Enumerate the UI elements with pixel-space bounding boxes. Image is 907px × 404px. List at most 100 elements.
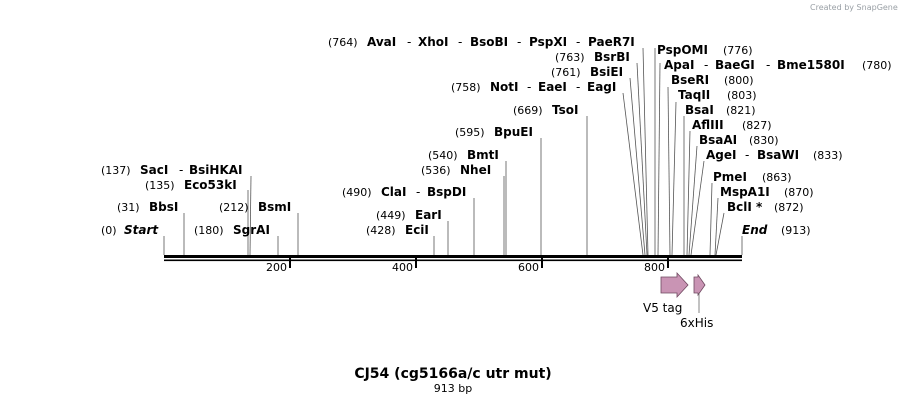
site-label-536[interactable]: (536) NheI [421, 163, 491, 177]
svg-text:(776): (776) [723, 44, 753, 57]
site-label-827[interactable]: AflIII (827) [692, 118, 772, 132]
svg-text:(449): (449) [376, 209, 406, 222]
svg-text:EaeI: EaeI [538, 80, 567, 94]
snapgene-credit: Created by SnapGene [810, 3, 898, 12]
svg-text:BmtI: BmtI [467, 148, 499, 162]
site-label-803[interactable]: TaqII (803) [678, 88, 757, 102]
svg-text:XhoI: XhoI [418, 35, 449, 49]
svg-text:(595): (595) [455, 126, 485, 139]
svg-text:PspOMI: PspOMI [657, 43, 708, 57]
site-label-800[interactable]: BseRI (800) [671, 73, 754, 87]
svg-text:BclI *: BclI * [727, 200, 763, 214]
feature-label-6xhis: 6xHis [680, 316, 713, 330]
site-label-761[interactable]: (761) BsiEI [551, 65, 623, 79]
svg-text:PspXI: PspXI [529, 35, 567, 49]
svg-text:(764): (764) [328, 36, 358, 49]
site-label-540[interactable]: (540) BmtI [428, 148, 499, 162]
svg-text:BsrBI: BsrBI [594, 50, 630, 64]
svg-text:NotI: NotI [490, 80, 519, 94]
svg-text:(758): (758) [451, 81, 481, 94]
svg-text:-: - [704, 58, 708, 72]
site-label-833[interactable]: AgeI - BsaWI (833) [706, 148, 843, 162]
tick-label-200: 200 [266, 261, 287, 274]
svg-text:(803): (803) [727, 89, 757, 102]
site-label-212[interactable]: (212) BsmI [219, 200, 291, 214]
tick-label-400: 400 [392, 261, 413, 274]
svg-text:ClaI: ClaI [381, 185, 406, 199]
site-label-913: End (913) [742, 223, 811, 237]
site-label-449[interactable]: (449) EarI [376, 208, 442, 222]
svg-text:AgeI: AgeI [706, 148, 736, 162]
svg-text:(913): (913) [781, 224, 811, 237]
svg-text:-: - [576, 80, 580, 94]
site-label-428[interactable]: (428) EciI [366, 223, 429, 237]
feature-arrow-6xhis[interactable] [693, 273, 706, 297]
svg-text:(669): (669) [513, 104, 543, 117]
site-label-863[interactable]: PmeI (863) [713, 170, 792, 184]
site-label-821[interactable]: BsaI (821) [685, 103, 756, 117]
map-length: 913 bp [434, 382, 472, 395]
site-label-180[interactable]: (180) SgrAI [194, 223, 270, 237]
site-label-490[interactable]: (490) ClaI - BspDI [342, 185, 466, 199]
svg-text:BsiHKAI: BsiHKAI [189, 163, 243, 177]
svg-text:BsoBI: BsoBI [470, 35, 508, 49]
svg-text:TaqII: TaqII [678, 88, 710, 102]
svg-text:ApaI: ApaI [664, 58, 694, 72]
svg-text:(31): (31) [117, 201, 140, 214]
svg-text:-: - [407, 35, 411, 49]
site-label-830[interactable]: BsaAI (830) [699, 133, 779, 147]
svg-text:(833): (833) [813, 149, 843, 162]
svg-text:Start: Start [124, 223, 159, 237]
svg-text:BsaAI: BsaAI [699, 133, 737, 147]
svg-text:PmeI: PmeI [713, 170, 747, 184]
tick-label-800: 800 [644, 261, 665, 274]
svg-text:(135): (135) [145, 179, 175, 192]
svg-text:AflIII: AflIII [692, 118, 724, 132]
svg-text:End: End [742, 223, 768, 237]
svg-text:(212): (212) [219, 201, 249, 214]
site-label-595[interactable]: (595) BpuEI [455, 125, 533, 139]
site-label-137[interactable]: (137) SacI - BsiHKAI [101, 163, 243, 177]
site-label-870[interactable]: MspA1I (870) [720, 185, 814, 199]
site-label-780[interactable]: ApaI - BaeGI - Bme1580I (780) [664, 58, 892, 72]
svg-text:(863): (863) [762, 171, 792, 184]
site-label-872[interactable]: BclI * (872) [727, 200, 804, 214]
svg-text:-: - [527, 80, 531, 94]
svg-text:-: - [745, 148, 749, 162]
svg-text:TsoI: TsoI [552, 103, 578, 117]
svg-text:BsmI: BsmI [258, 200, 291, 214]
svg-text:-: - [766, 58, 770, 72]
svg-text:BsaWI: BsaWI [757, 148, 799, 162]
site-label-669[interactable]: (669) TsoI [513, 103, 578, 117]
site-label-135[interactable]: (135) Eco53kI [145, 178, 237, 192]
svg-text:(536): (536) [421, 164, 451, 177]
svg-text:BaeGI: BaeGI [715, 58, 755, 72]
svg-text:Bme1580I: Bme1580I [777, 58, 845, 72]
svg-text:MspA1I: MspA1I [720, 185, 770, 199]
feature-label-v5-tag: V5 tag [643, 301, 682, 315]
site-label-776[interactable]: PspOMI (776) [657, 43, 753, 57]
dna-backbone [164, 255, 742, 262]
svg-text:-: - [517, 35, 521, 49]
site-label-0: (0) Start [101, 223, 159, 237]
tick-label-600: 600 [518, 261, 539, 274]
site-label-764[interactable]: (764) AvaI - XhoI - BsoBI - PspXI - PaeR… [328, 35, 635, 49]
site-label-763[interactable]: (763) BsrBI [555, 50, 630, 64]
svg-text:(780): (780) [862, 59, 892, 72]
svg-text:(872): (872) [774, 201, 804, 214]
svg-text:EarI: EarI [415, 208, 442, 222]
svg-text:SacI: SacI [140, 163, 168, 177]
svg-text:(830): (830) [749, 134, 779, 147]
feature-arrow-v5-tag[interactable] [660, 271, 689, 299]
svg-text:(800): (800) [724, 74, 754, 87]
svg-text:(821): (821) [726, 104, 756, 117]
site-leader-lines [163, 47, 743, 256]
svg-text:(870): (870) [784, 186, 814, 199]
svg-text:(180): (180) [194, 224, 224, 237]
site-label-758[interactable]: (758) NotI - EaeI - EagI [451, 80, 616, 94]
site-label-31[interactable]: (31) BbsI [117, 200, 178, 214]
svg-text:(763): (763) [555, 51, 585, 64]
svg-text:BspDI: BspDI [427, 185, 466, 199]
svg-text:(761): (761) [551, 66, 581, 79]
